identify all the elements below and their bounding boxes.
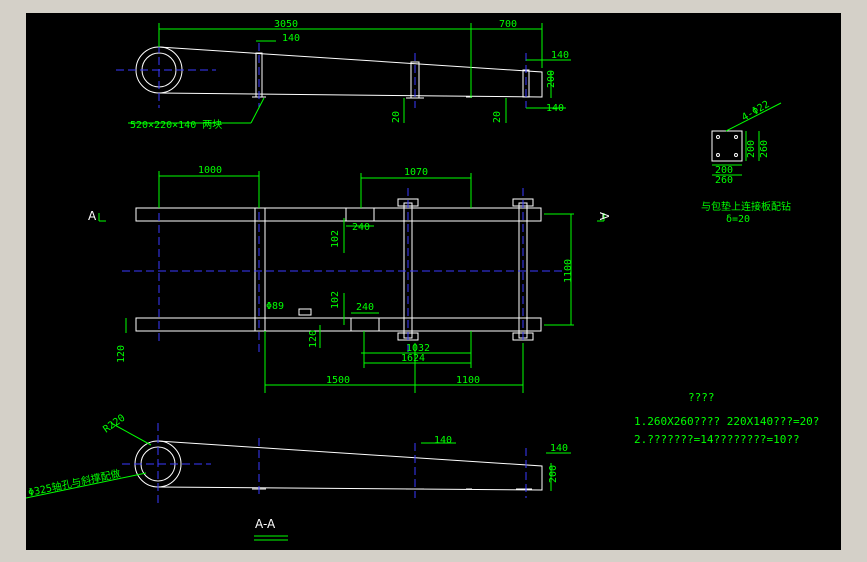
- dim-1070: 1070: [404, 167, 428, 178]
- plate-note-drill: 与包垫上连接板配钻: [701, 200, 791, 213]
- dim-r220: R220: [101, 413, 127, 436]
- dim-200-side: 200: [548, 465, 559, 483]
- notes-title: ????: [688, 391, 715, 404]
- dim-4-phi22: 4-Φ22: [740, 99, 772, 124]
- pad-bottom: [350, 317, 380, 332]
- dim-140-right-bottom: 140: [546, 103, 564, 114]
- drawing-canvas: 3050 700 140 140 200 140 20 20 520×220×1…: [26, 13, 841, 550]
- rail-bottom: [135, 317, 542, 332]
- dim-700: 700: [499, 19, 517, 30]
- dim-1100-vert: 1100: [563, 259, 574, 283]
- plan-view: [135, 198, 542, 341]
- plate-note-thickness: δ=20: [726, 214, 750, 225]
- drawing-svg: 3050 700 140 140 200 140 20 20 520×220×1…: [26, 19, 819, 541]
- dim-200-right: 200: [546, 70, 557, 88]
- dim-260-plate-h: 260: [715, 175, 733, 186]
- section-title: A-A: [255, 517, 276, 531]
- dim-120-mid: 120: [308, 330, 319, 348]
- dim-240-top: 240: [352, 222, 370, 233]
- dim-200-plate-v: 200: [746, 140, 757, 158]
- dim-200-plate-h: 200: [715, 165, 733, 176]
- plate-square: [711, 130, 743, 162]
- rail-top: [135, 207, 542, 222]
- dim-240-bottom: 240: [356, 302, 374, 313]
- dim-3050: 3050: [274, 19, 298, 30]
- dim-140-top: 140: [282, 33, 300, 44]
- detail-plate: [711, 130, 743, 162]
- dim-260-plate-v: 260: [759, 140, 770, 158]
- dim-20-b: 20: [492, 111, 503, 123]
- dim-1100-horiz: 1100: [456, 375, 480, 386]
- crossbar-1: [254, 207, 266, 332]
- dim-140-side-right: 140: [550, 443, 568, 454]
- dim-140-right-top: 140: [551, 50, 569, 61]
- side-view: [134, 440, 543, 491]
- dim-120-left: 120: [116, 345, 127, 363]
- dim-1500: 1500: [326, 375, 350, 386]
- dimension-lines: [26, 23, 782, 541]
- dim-1000: 1000: [198, 165, 222, 176]
- dim-1032: 1032: [406, 343, 430, 354]
- dim-20-a: 20: [391, 111, 402, 123]
- dim-102-top: 102: [330, 230, 341, 248]
- side-beam-outline: [157, 440, 543, 491]
- pad-top: [345, 207, 375, 222]
- note-plate-size: 520×220×140 两块: [130, 119, 222, 131]
- elevation-view: [135, 46, 543, 99]
- beam-outline: [158, 46, 543, 98]
- note-axle-hole: Φ325轴孔与斜撑配做: [27, 467, 122, 499]
- dim-1624: 1624: [401, 353, 425, 364]
- dim-phi89: Φ89: [266, 301, 284, 312]
- section-mark-right: A: [597, 212, 611, 221]
- centerlines: [116, 33, 566, 503]
- notes-line-2: 2.???????=14????????=10??: [634, 433, 800, 446]
- section-mark-left: A: [88, 209, 97, 223]
- dim-102-bottom: 102: [330, 291, 341, 309]
- notes-line-1: 1.260X260???? 220X140???=20?: [634, 415, 819, 428]
- dim-140-side-mid: 140: [434, 435, 452, 446]
